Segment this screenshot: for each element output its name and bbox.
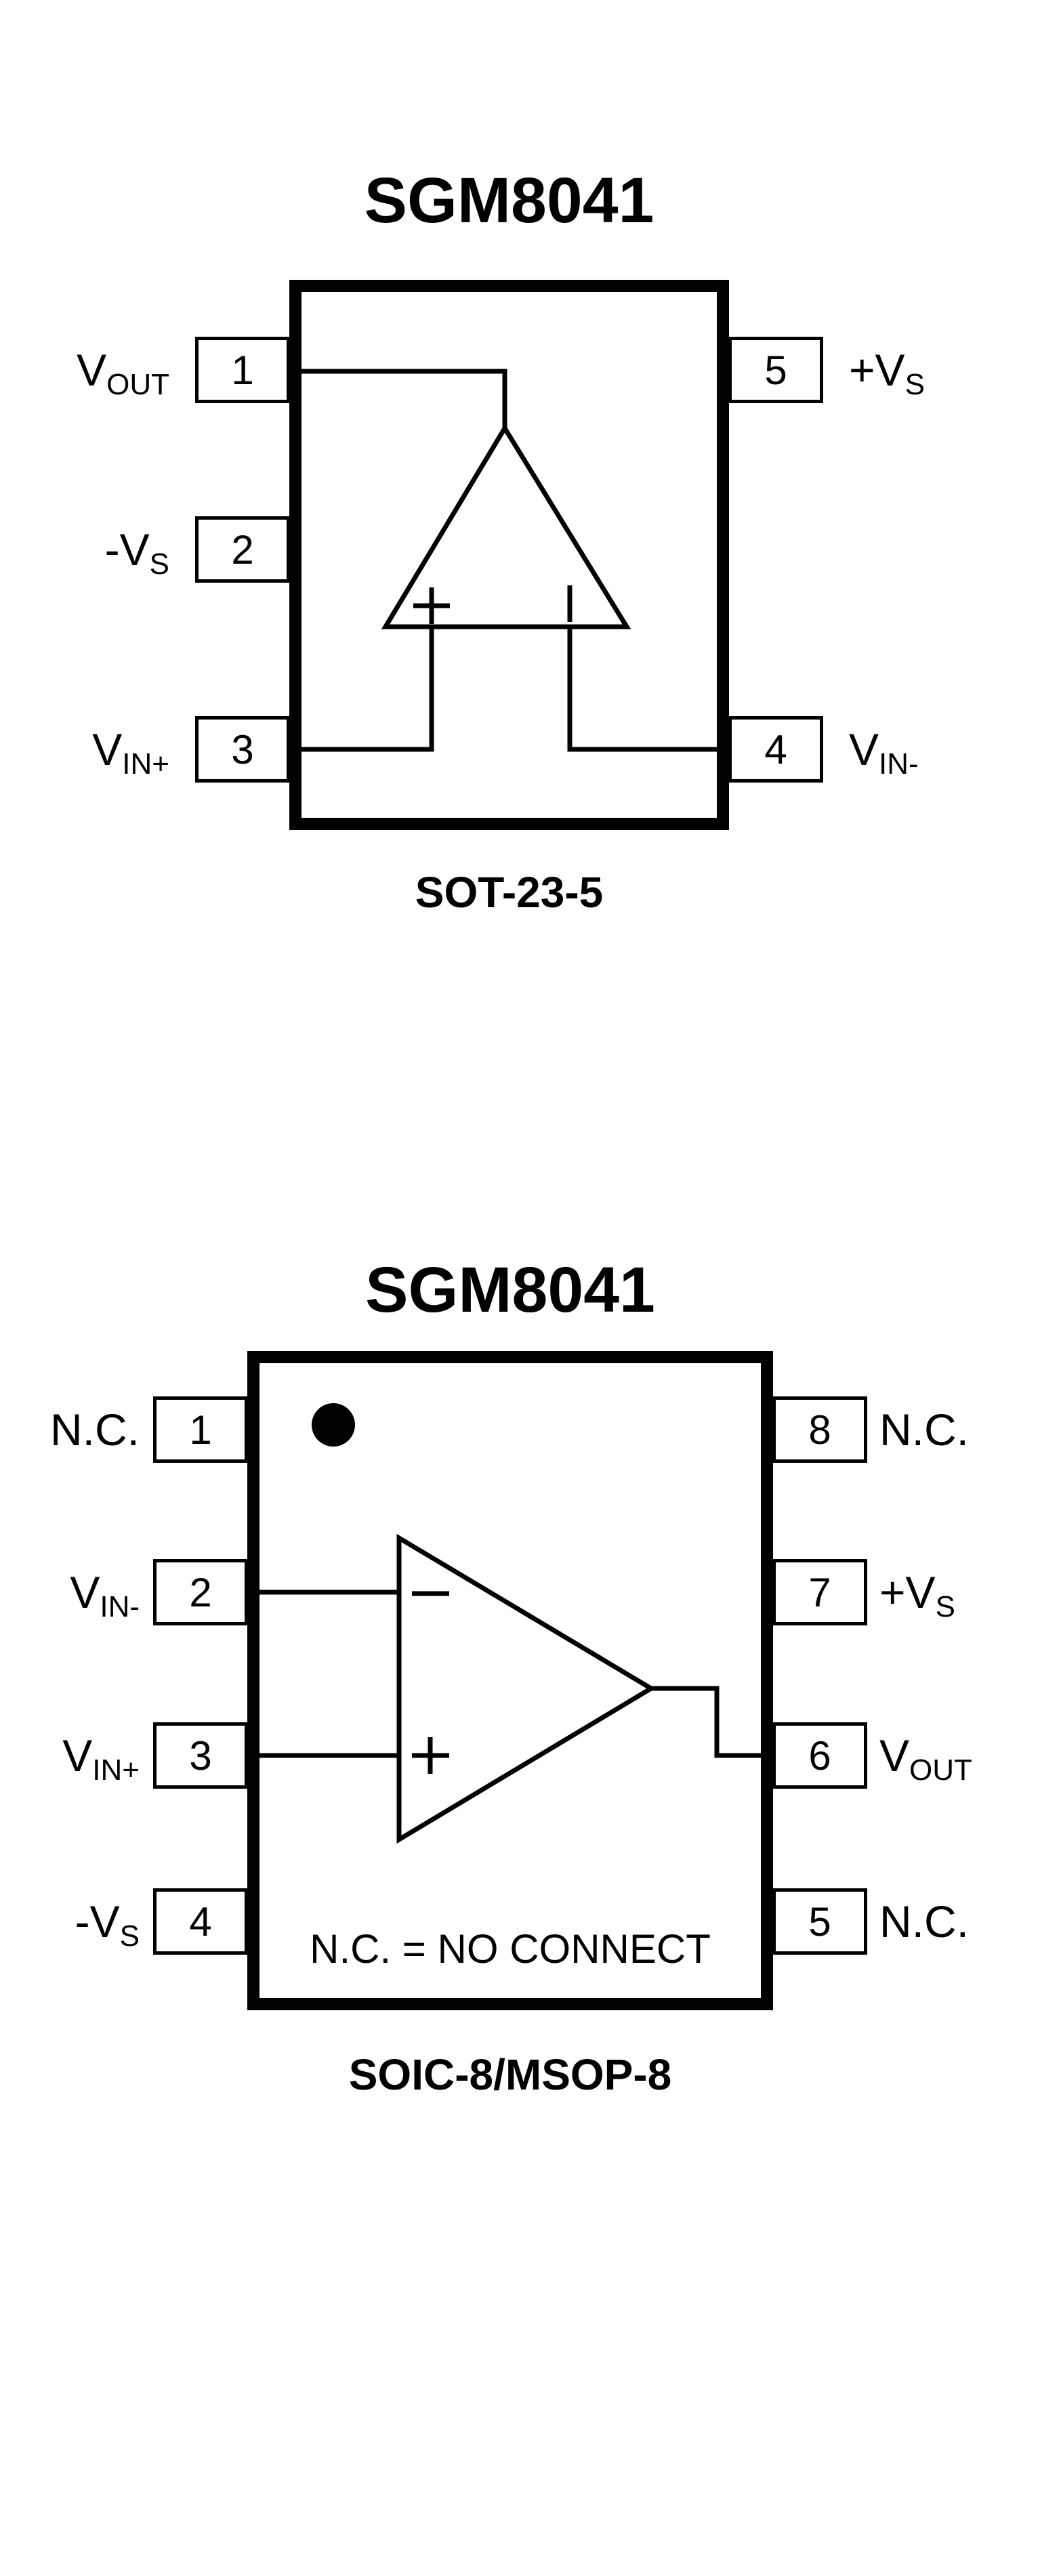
pin-number: 7	[808, 1569, 831, 1615]
pin-label-subscript: IN-	[879, 747, 919, 781]
pin-label-subscript: S	[904, 368, 925, 401]
sot23-package-label: SOT-23-5	[415, 868, 604, 917]
pin-label-base: V	[77, 345, 107, 395]
soic8-pin-5-label: N.C.	[879, 1888, 1040, 1955]
pin-label-subscript: OUT	[106, 368, 169, 401]
pin-label-base: V	[70, 1567, 100, 1617]
sot23-pin-2-box: 2	[195, 516, 290, 583]
soic8-pin-4-box: 4	[153, 1888, 248, 1955]
pin-label-base: V	[92, 724, 123, 774]
pin-label-prefix: +	[879, 1567, 906, 1617]
sot23-pin-4-box: 4	[728, 716, 823, 783]
sot23-pin-1-box: 1	[195, 337, 290, 403]
pin-label-base: V	[62, 1730, 93, 1781]
soic8-pin-6-box: 6	[772, 1722, 867, 1789]
pin-number: 8	[808, 1407, 831, 1453]
soic8-pin-2-label: VIN-	[11, 1559, 140, 1625]
sot23-pin-5-box: 5	[728, 337, 823, 403]
pin-number: 3	[231, 726, 254, 772]
pin-label-base: V	[905, 1567, 936, 1617]
sot23-pin-3-label: VIN+	[14, 716, 169, 783]
sot23-output-trace	[289, 369, 507, 428]
pin-label-subscript: S	[935, 1590, 955, 1623]
sot23-title: SGM8041	[364, 165, 654, 236]
sot23-opamp-symbol	[289, 369, 729, 752]
soic8-pin-1-box: 1	[153, 1396, 248, 1463]
pin1-indicator-dot	[312, 1403, 355, 1447]
sot23-pin-4-label: VIN-	[849, 716, 1032, 783]
soic8-pin-5-box: 5	[772, 1888, 867, 1955]
pin-number: 1	[231, 347, 254, 393]
pin-label-subscript: IN+	[122, 747, 169, 781]
sot23-pin-1-label: VOUT	[14, 337, 169, 403]
pin-number: 5	[764, 347, 787, 393]
pin-label-prefix: -	[104, 524, 120, 575]
pin-label-base: V	[875, 345, 905, 395]
sot23-inverting-input-trace	[567, 627, 729, 752]
soic8-pin-7-box: 7	[772, 1559, 867, 1625]
pin-number: 3	[189, 1732, 212, 1779]
pin-number: 1	[189, 1407, 212, 1453]
pin-number: 4	[764, 726, 787, 772]
soic8-output-trace	[651, 1686, 772, 1758]
soic8-pin-1-label: N.C.	[11, 1396, 140, 1463]
sot23-pin-3-box: 3	[195, 716, 290, 783]
pin-label-subscript: OUT	[909, 1753, 972, 1787]
sot23-opamp-triangle	[381, 423, 631, 629]
pin-label-subscript: S	[119, 1919, 140, 1953]
soic8-pin-4-label: -VS	[11, 1888, 140, 1955]
pin-label-base: N.C.	[879, 1405, 969, 1455]
pin-number: 2	[189, 1569, 212, 1615]
pin-number: 6	[808, 1732, 831, 1779]
pin-label-base: V	[89, 1896, 120, 1947]
pin-label-base: N.C.	[879, 1896, 969, 1947]
soic8-package-label: SOIC-8/MSOP-8	[348, 2050, 672, 2099]
soic8-opamp-triangle	[396, 1533, 656, 1844]
sot23-pin-5-label: +VS	[849, 337, 1032, 403]
pin-label-base: V	[849, 724, 879, 774]
pin-number: 2	[231, 526, 254, 573]
soic8-pin-7-label: +VS	[879, 1559, 1040, 1625]
soic8-pin-2-box: 2	[153, 1559, 248, 1625]
soic8-pin-3-label: VIN+	[11, 1722, 140, 1789]
pin-label-subscript: IN-	[100, 1590, 140, 1623]
pin-label-subscript: IN+	[92, 1753, 140, 1787]
pin-label-base: V	[119, 524, 150, 575]
soic8-pin-8-box: 8	[772, 1396, 867, 1463]
pin-label-base: V	[879, 1730, 910, 1781]
sot23-noninverting-input-trace	[289, 627, 434, 752]
pin-number: 5	[808, 1898, 831, 1945]
soic8-pin-3-box: 3	[153, 1722, 248, 1789]
soic8-pin-8-label: N.C.	[879, 1396, 1040, 1463]
soic8-opamp-symbol	[247, 1403, 772, 1844]
pin-label-subscript: S	[149, 547, 169, 581]
pin-label-prefix: +	[849, 345, 875, 395]
soic8-title: SGM8041	[365, 1254, 655, 1326]
pin-number: 4	[189, 1898, 212, 1945]
pin-label-base: N.C.	[50, 1405, 140, 1455]
soic8-pin-6-label: VOUT	[879, 1722, 1040, 1789]
pin-label-prefix: -	[75, 1896, 90, 1947]
sot23-pin-2-label: -VS	[14, 516, 169, 583]
no-connect-note: N.C. = NO CONNECT	[310, 1926, 711, 1972]
